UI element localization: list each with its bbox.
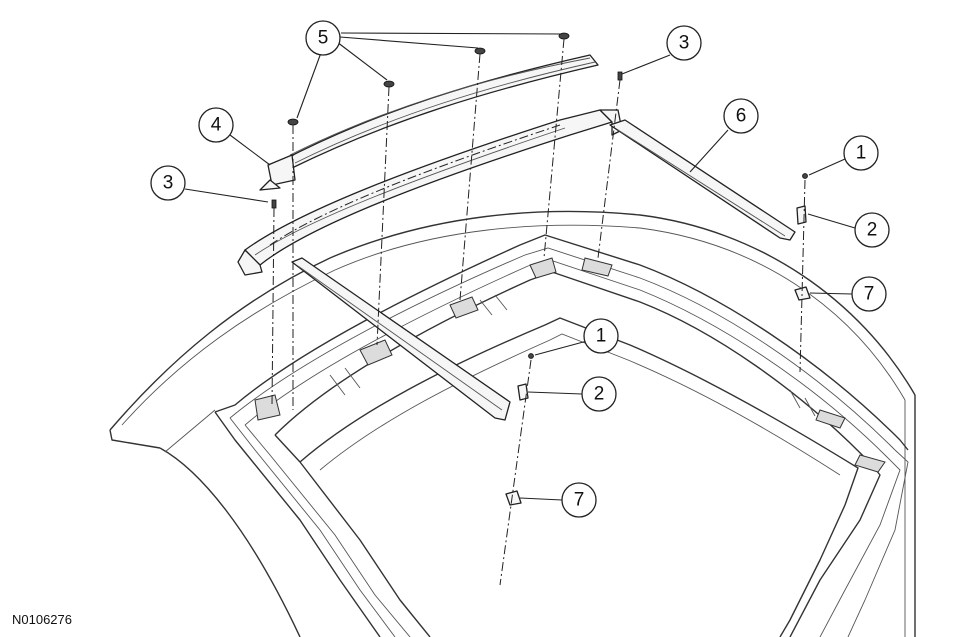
screw-1-center (528, 353, 534, 359)
clip-2-center (517, 383, 529, 401)
callout-4: 4 (198, 107, 234, 143)
callout-7-center: 7 (561, 482, 597, 518)
front-frame-assembly (237, 109, 623, 276)
callout-5: 5 (305, 20, 341, 56)
fastener-5b (383, 80, 395, 88)
fasteners (271, 32, 811, 506)
callout-3-top: 3 (666, 25, 702, 61)
callout-2-center: 2 (581, 376, 617, 412)
callout-3-left: 3 (150, 165, 186, 201)
svg-text:1: 1 (596, 326, 607, 347)
svg-text:3: 3 (163, 173, 174, 194)
callout-1-center: 1 (583, 318, 619, 354)
svg-text:3: 3 (679, 33, 690, 54)
fastener-5c (474, 47, 486, 55)
svg-text:2: 2 (594, 384, 605, 405)
nut-7-center (505, 490, 522, 506)
leader-lines (184, 32, 856, 501)
side-rail-part-6 (609, 119, 796, 241)
callout-6: 6 (723, 98, 759, 134)
wind-deflector-part-5 (282, 54, 599, 169)
fastener-5a (287, 118, 299, 126)
sunroof-frame (214, 234, 909, 637)
svg-text:5: 5 (318, 28, 329, 49)
assembly-lines (271, 38, 806, 586)
callout-1-right: 1 (843, 135, 879, 171)
svg-text:7: 7 (864, 284, 875, 305)
svg-text:1: 1 (856, 143, 867, 164)
roof-panel (109, 210, 916, 637)
svg-text:4: 4 (211, 115, 222, 136)
figure-id-label: N0106276 (12, 612, 72, 627)
svg-text:6: 6 (736, 106, 747, 127)
callout-2-right: 2 (854, 212, 890, 248)
screw-3-right (617, 71, 623, 81)
svg-text:7: 7 (574, 490, 585, 511)
clip-2-right (796, 205, 807, 225)
screw-3-left (271, 199, 277, 209)
callout-7-right: 7 (851, 276, 887, 312)
side-rail-left (291, 257, 511, 421)
screw-1-right (802, 173, 808, 179)
svg-text:2: 2 (867, 220, 878, 241)
bracket-part-4 (259, 154, 296, 191)
